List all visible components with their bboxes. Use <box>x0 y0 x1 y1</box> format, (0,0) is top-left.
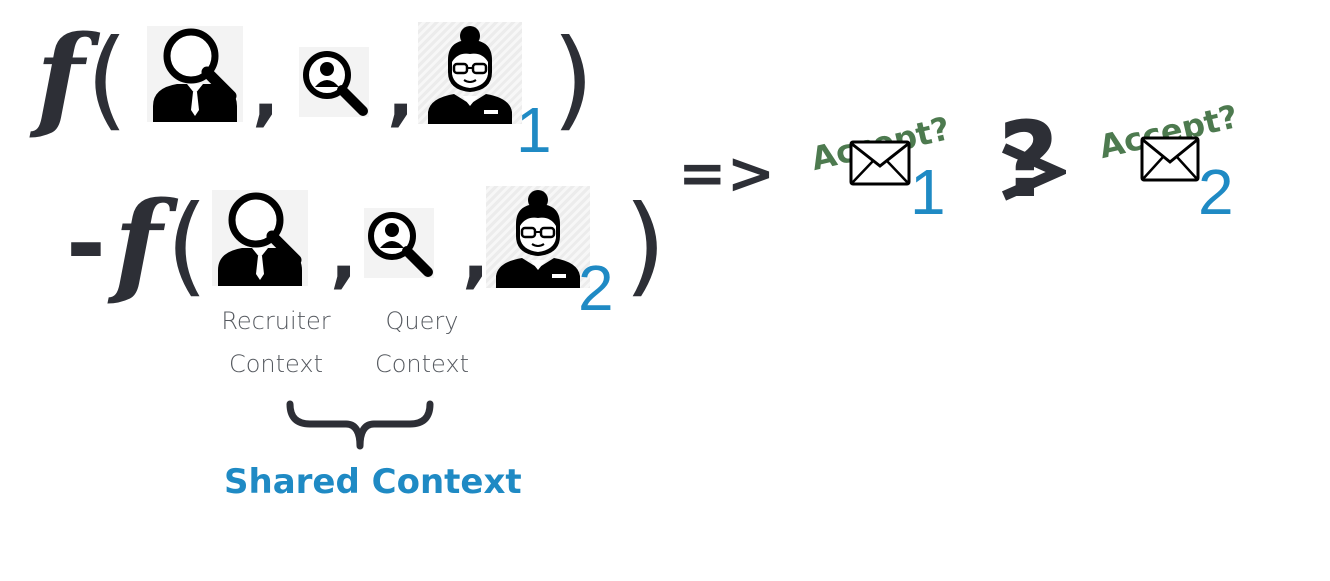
comma-1b: , <box>387 50 415 134</box>
subscript-1: 1 <box>516 94 552 166</box>
envelope-icon <box>849 140 911 186</box>
recruiter-icon <box>212 190 308 286</box>
result-index-1: 1 <box>910 156 946 228</box>
open-paren-1: ( <box>86 17 129 142</box>
minus-sign: - <box>66 188 106 300</box>
compare-question-mark: ? <box>998 99 1059 221</box>
implies-arrow: => <box>678 139 776 207</box>
subscript-2: 2 <box>578 252 614 324</box>
recruiter-context-label: Recruiter Context <box>196 300 356 386</box>
result-index-2: 2 <box>1198 156 1234 228</box>
comma-1a: , <box>252 50 280 134</box>
query-context-label: Query Context <box>342 300 502 386</box>
candidate-icon <box>418 22 522 124</box>
recruiter-label-line2: Context <box>228 350 324 378</box>
query-label-line2: Context <box>374 350 470 378</box>
open-paren-2: ( <box>166 183 209 308</box>
close-paren-2: ) <box>624 183 667 308</box>
close-paren-1: ) <box>552 17 595 142</box>
function-symbol-1: f <box>36 12 85 143</box>
recruiter-icon <box>147 26 243 122</box>
search-person-icon <box>299 47 369 117</box>
shared-context-brace <box>284 398 436 452</box>
comma-2a: , <box>330 212 358 296</box>
envelope-icon <box>1140 136 1200 182</box>
function-symbol-2: f <box>114 178 163 309</box>
query-label-line1: Query <box>385 307 459 335</box>
search-person-icon <box>364 208 434 278</box>
candidate-icon <box>486 186 590 288</box>
comma-2b: , <box>462 212 490 296</box>
recruiter-label-line1: Recruiter <box>221 307 331 335</box>
compare-greater-than <box>996 118 1071 214</box>
shared-context-label: Shared Context <box>224 462 522 502</box>
